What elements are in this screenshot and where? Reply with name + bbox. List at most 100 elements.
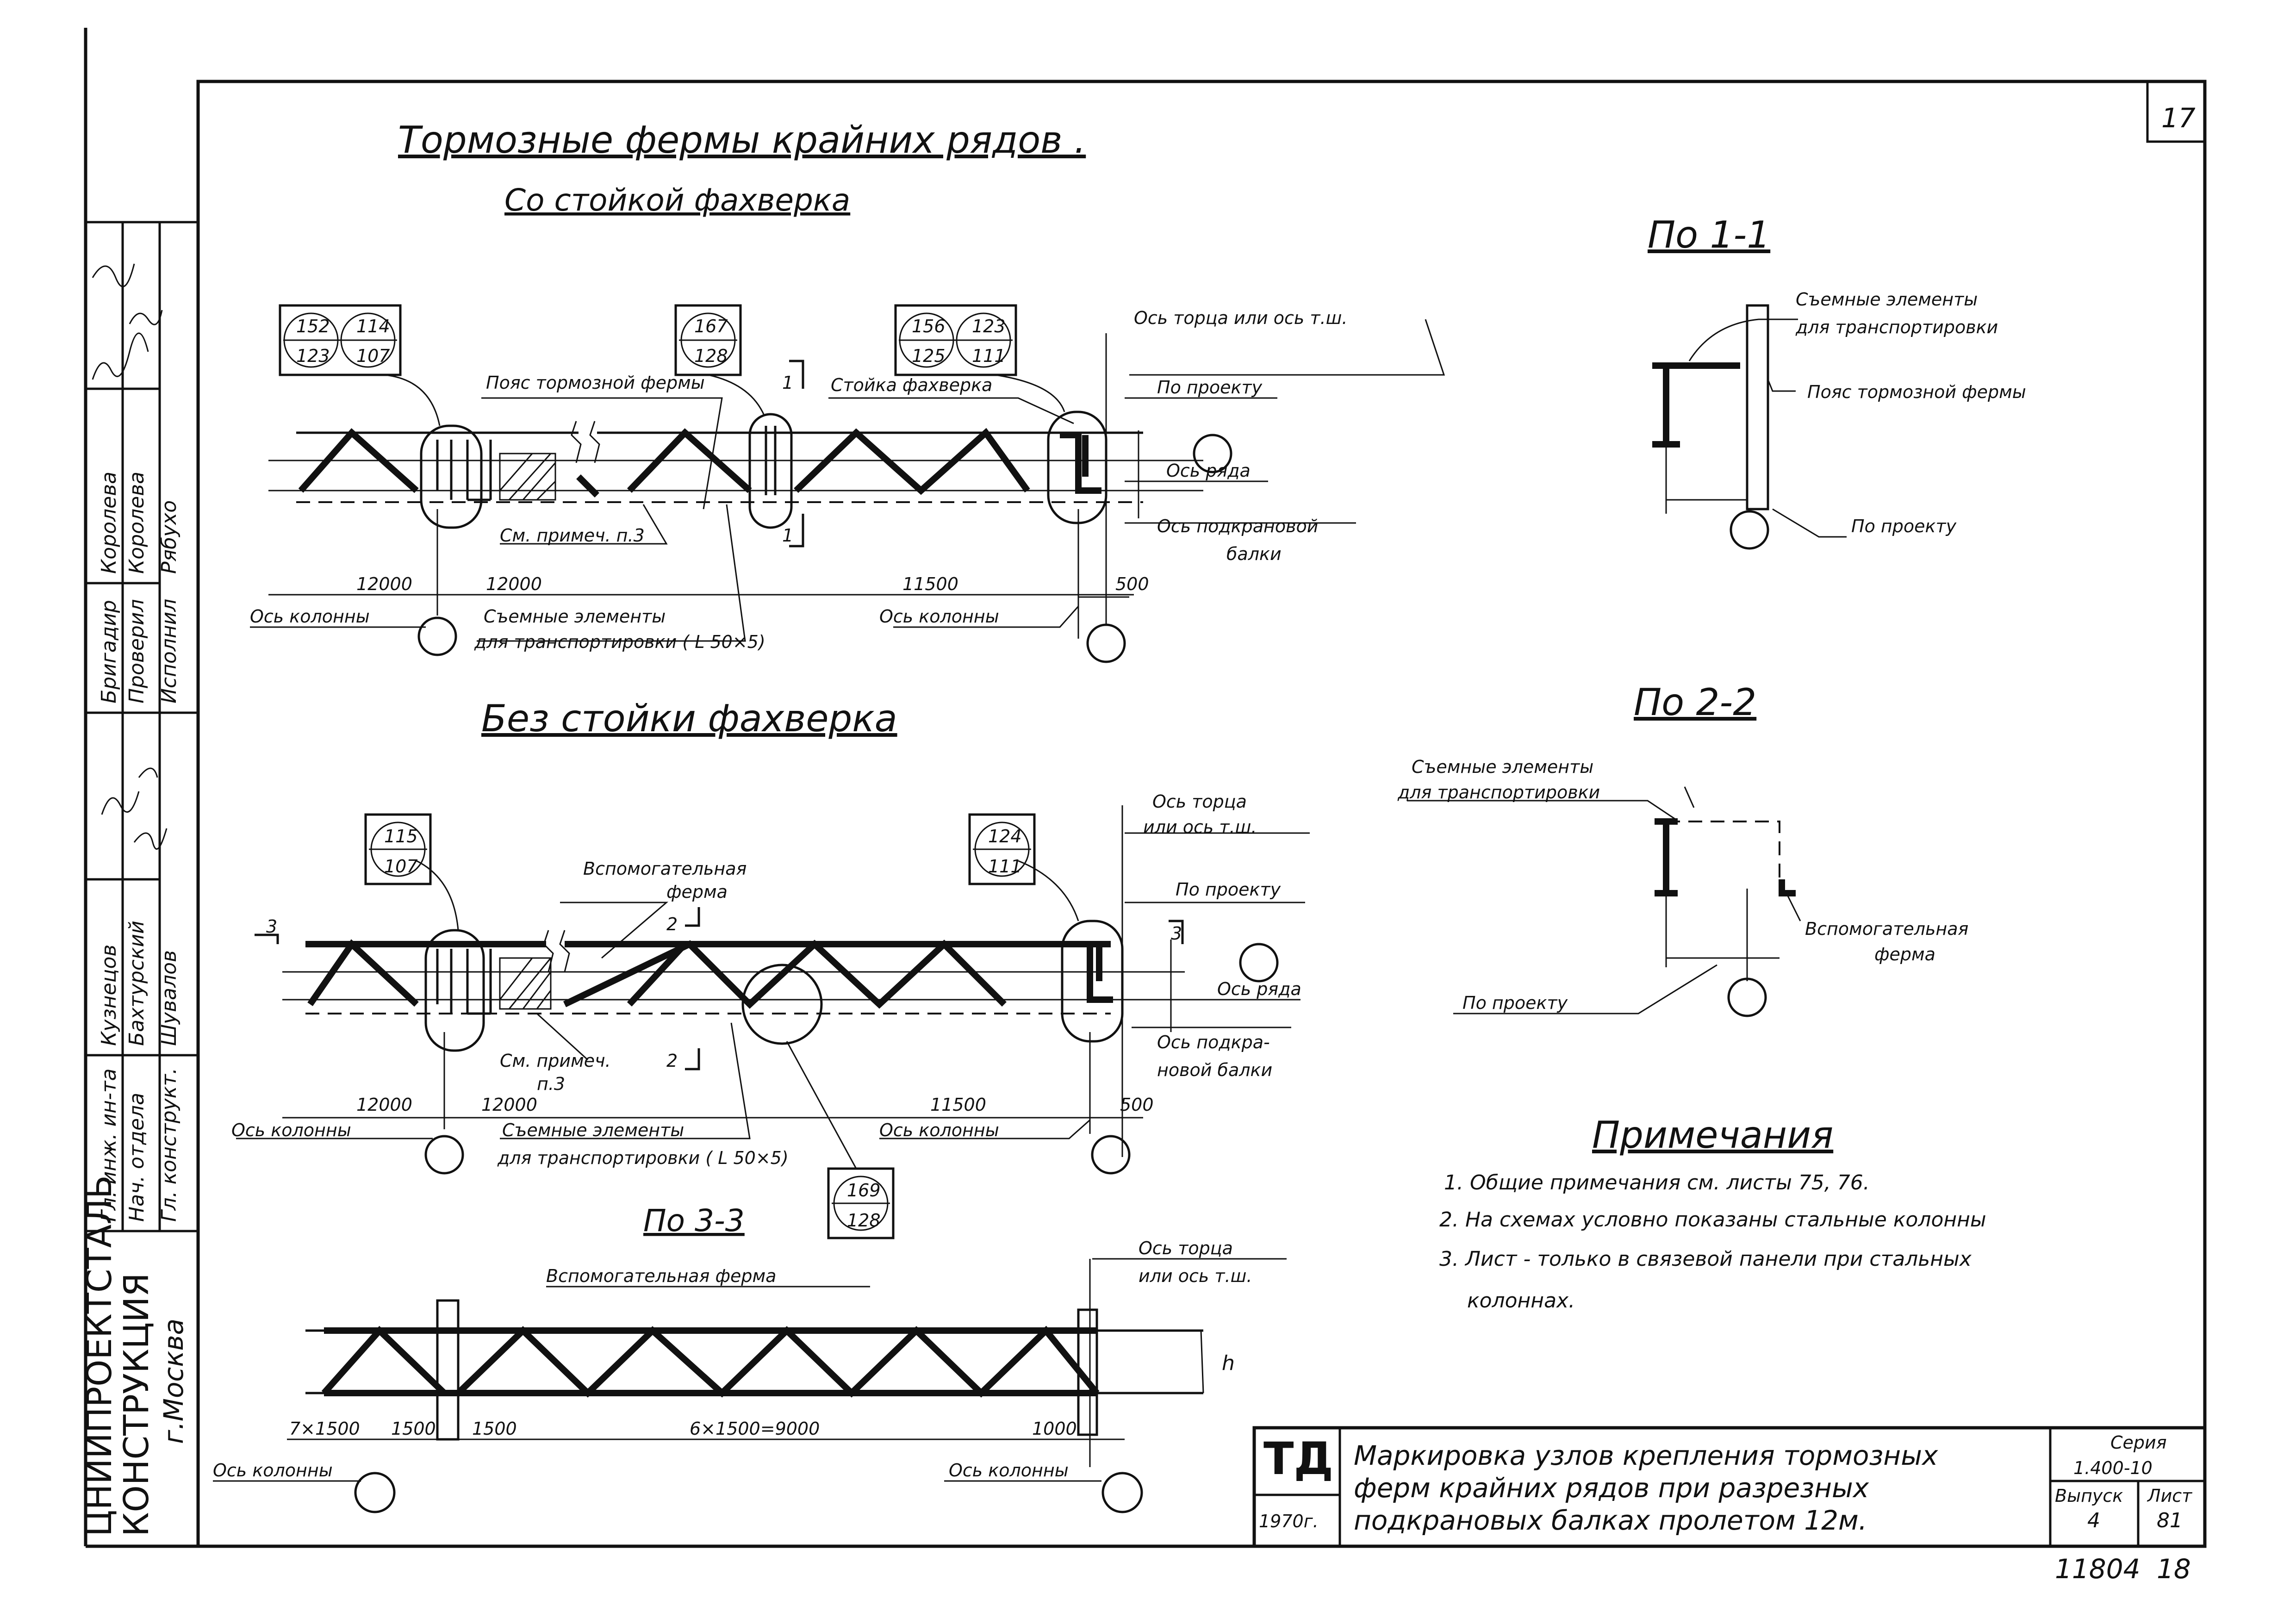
- name-5: Королева: [125, 472, 149, 574]
- axis-end-label-2: или ось т.ш.: [1139, 1266, 1252, 1286]
- note-1: 1. Общие примечания см. листы 75, 76.: [1444, 1171, 1870, 1195]
- removable-label-1: Съемные элементы: [1796, 289, 1978, 310]
- row-axis-label: Ось ряда: [1166, 460, 1251, 481]
- note-3b: колоннах.: [1467, 1289, 1575, 1313]
- column-axis-circle: [417, 616, 457, 656]
- dim-6x1500: 6×1500=9000: [690, 1419, 820, 1439]
- removable-label-2: для транспортировки: [1397, 782, 1600, 803]
- role-5: Проверил: [125, 599, 149, 703]
- by-project-label: По проекту: [1176, 879, 1281, 900]
- issue-value: 4: [2087, 1509, 2100, 1532]
- name-6: Рябухо: [157, 500, 181, 574]
- row-axis-label: Ось ряда: [1217, 979, 1301, 999]
- by-project-label: По проекту: [1462, 993, 1568, 1013]
- sheet-label: Лист: [2147, 1486, 2193, 1506]
- section-mark-2-top: 2: [666, 914, 678, 934]
- aux-truss-label: Вспомогательная ферма: [546, 1266, 776, 1286]
- section-1-1: По 1-1 Съемные элементы для транспортиро…: [1648, 213, 2026, 550]
- stamp-year: 1970г.: [1259, 1511, 1319, 1531]
- series-value: 1.400-10: [2073, 1458, 2153, 1478]
- signature-scribble: [92, 263, 168, 850]
- notes-block: Примечания 1. Общие примечания см. листы…: [1439, 1114, 1986, 1313]
- role-6: Исполнил: [157, 599, 181, 703]
- dim-500: 500: [1120, 1095, 1154, 1115]
- name-1: Кузнецов: [97, 945, 121, 1046]
- dim-11500: 11500: [930, 1095, 986, 1115]
- logo-td: ТД: [1263, 1433, 1333, 1485]
- section-mark-3: 3: [266, 916, 277, 937]
- section-2-2-title: По 2-2: [1634, 681, 1756, 724]
- svg-text:128: 128: [694, 346, 728, 366]
- bottom-code: 11804: [2055, 1553, 2140, 1585]
- truss-diagram-2: 3 2 2 3 115 107 124 111 169: [231, 791, 1310, 1239]
- axis-end-label-1: Ось торца: [1152, 791, 1247, 812]
- role-1: Гл. инж. ин-та: [97, 1069, 121, 1222]
- left-signature-block: Гл. инж. ин-та Нач. отдела Гл. конструкт…: [80, 221, 198, 1537]
- section-mark-1-top: 1: [782, 373, 793, 393]
- column-axis-circle: [1101, 1472, 1143, 1513]
- series-label: Серия: [2110, 1432, 2167, 1453]
- removable-label-2: для транспортировки ( L 50×5): [474, 632, 765, 652]
- node-tag-a: 152 114 123 107: [279, 304, 402, 376]
- org-city: г.Москва: [158, 1319, 189, 1444]
- note-ref: См. примеч. п.3: [500, 525, 645, 546]
- note-3a: 3. Лист - только в связевой панели при с…: [1439, 1247, 1972, 1271]
- svg-text:124: 124: [988, 826, 1022, 846]
- svg-text:156: 156: [912, 316, 946, 336]
- column-axis-circle: [354, 1472, 396, 1513]
- removable-label-2: для транспортировки ( L 50×5): [497, 1148, 789, 1168]
- name-2: Бахтурский: [125, 921, 149, 1046]
- section-1-1-title: По 1-1: [1648, 213, 1770, 256]
- section-mark-1-bottom: 1: [782, 525, 793, 546]
- belt-label: Пояс тормозной фермы: [486, 373, 705, 393]
- truss-diagram-3: По 3-3 Вспомогательная ферма h Ось торца…: [213, 1203, 1287, 1513]
- svg-text:128: 128: [847, 1210, 881, 1231]
- dim-12000-a: 12000: [356, 1095, 412, 1115]
- svg-text:111: 111: [988, 856, 1022, 877]
- aux-truss-label-2: ферма: [666, 882, 728, 902]
- column-axis-right: Ось колонны: [879, 606, 999, 627]
- column-axis-circle: [424, 1135, 464, 1175]
- name-4: Королева: [97, 472, 121, 574]
- dim-500: 500: [1115, 574, 1149, 594]
- section-2-2: По 2-2 Съемные элементы для транспортиро…: [1397, 681, 1968, 1017]
- name-3: Шувалов: [157, 950, 181, 1046]
- page-number: 17: [2161, 102, 2196, 134]
- svg-text:111: 111: [972, 346, 1006, 366]
- stamp-title-1: Маркировка узлов крепления тормозных: [1354, 1440, 1938, 1471]
- node-tag-b: 167 128: [674, 304, 742, 376]
- crane-label-2: новой балки: [1157, 1060, 1272, 1080]
- column-axis-circle: [1086, 623, 1126, 663]
- role-2: Нач. отдела: [125, 1093, 149, 1222]
- axis-end-label-2: или ось т.ш.: [1143, 817, 1257, 837]
- svg-text:114: 114: [356, 316, 390, 336]
- role-3: Гл. конструкт.: [157, 1068, 181, 1222]
- belt-label: Пояс тормозной фермы: [1807, 382, 2026, 402]
- removable-label-1: Съемные элементы: [1412, 757, 1593, 777]
- subtitle-without-post: Без стойки фахверка: [481, 697, 897, 740]
- note-2: 2. На схемах условно показаны стальные к…: [1439, 1208, 1986, 1232]
- height-h: h: [1222, 1351, 1235, 1375]
- removable-label-1: Съемные элементы: [484, 606, 666, 627]
- crane-label-1: Ось подкра-: [1157, 1032, 1270, 1052]
- crane-axis-label-2: балки: [1226, 544, 1282, 564]
- axis-end-label-1: Ось торца: [1139, 1238, 1233, 1258]
- svg-text:152: 152: [296, 316, 330, 336]
- truss-diagram-1: 1 1 152 114 123 107 167 128: [250, 304, 1445, 663]
- aux-label-1: Вспомогательная: [1805, 919, 1968, 939]
- svg-text:107: 107: [356, 346, 390, 366]
- node-tag-c: 156 123 125 111: [894, 304, 1017, 376]
- svg-text:125: 125: [912, 346, 946, 366]
- sheet-value: 81: [2157, 1509, 2183, 1532]
- svg-text:167: 167: [694, 316, 728, 336]
- drawing-frame: [196, 80, 2207, 1548]
- section-3-3-title: По 3-3: [643, 1203, 745, 1238]
- node-tag-d2: 169 128: [827, 1167, 895, 1239]
- dim-12000-a: 12000: [356, 574, 412, 594]
- org-name-2: КОНСТРУКЦИЯ: [117, 1273, 156, 1537]
- column-axis-left: Ось колонны: [231, 1120, 351, 1140]
- aux-label-2: ферма: [1874, 944, 1935, 964]
- svg-text:123: 123: [296, 346, 330, 366]
- page-number-box: [2146, 80, 2206, 143]
